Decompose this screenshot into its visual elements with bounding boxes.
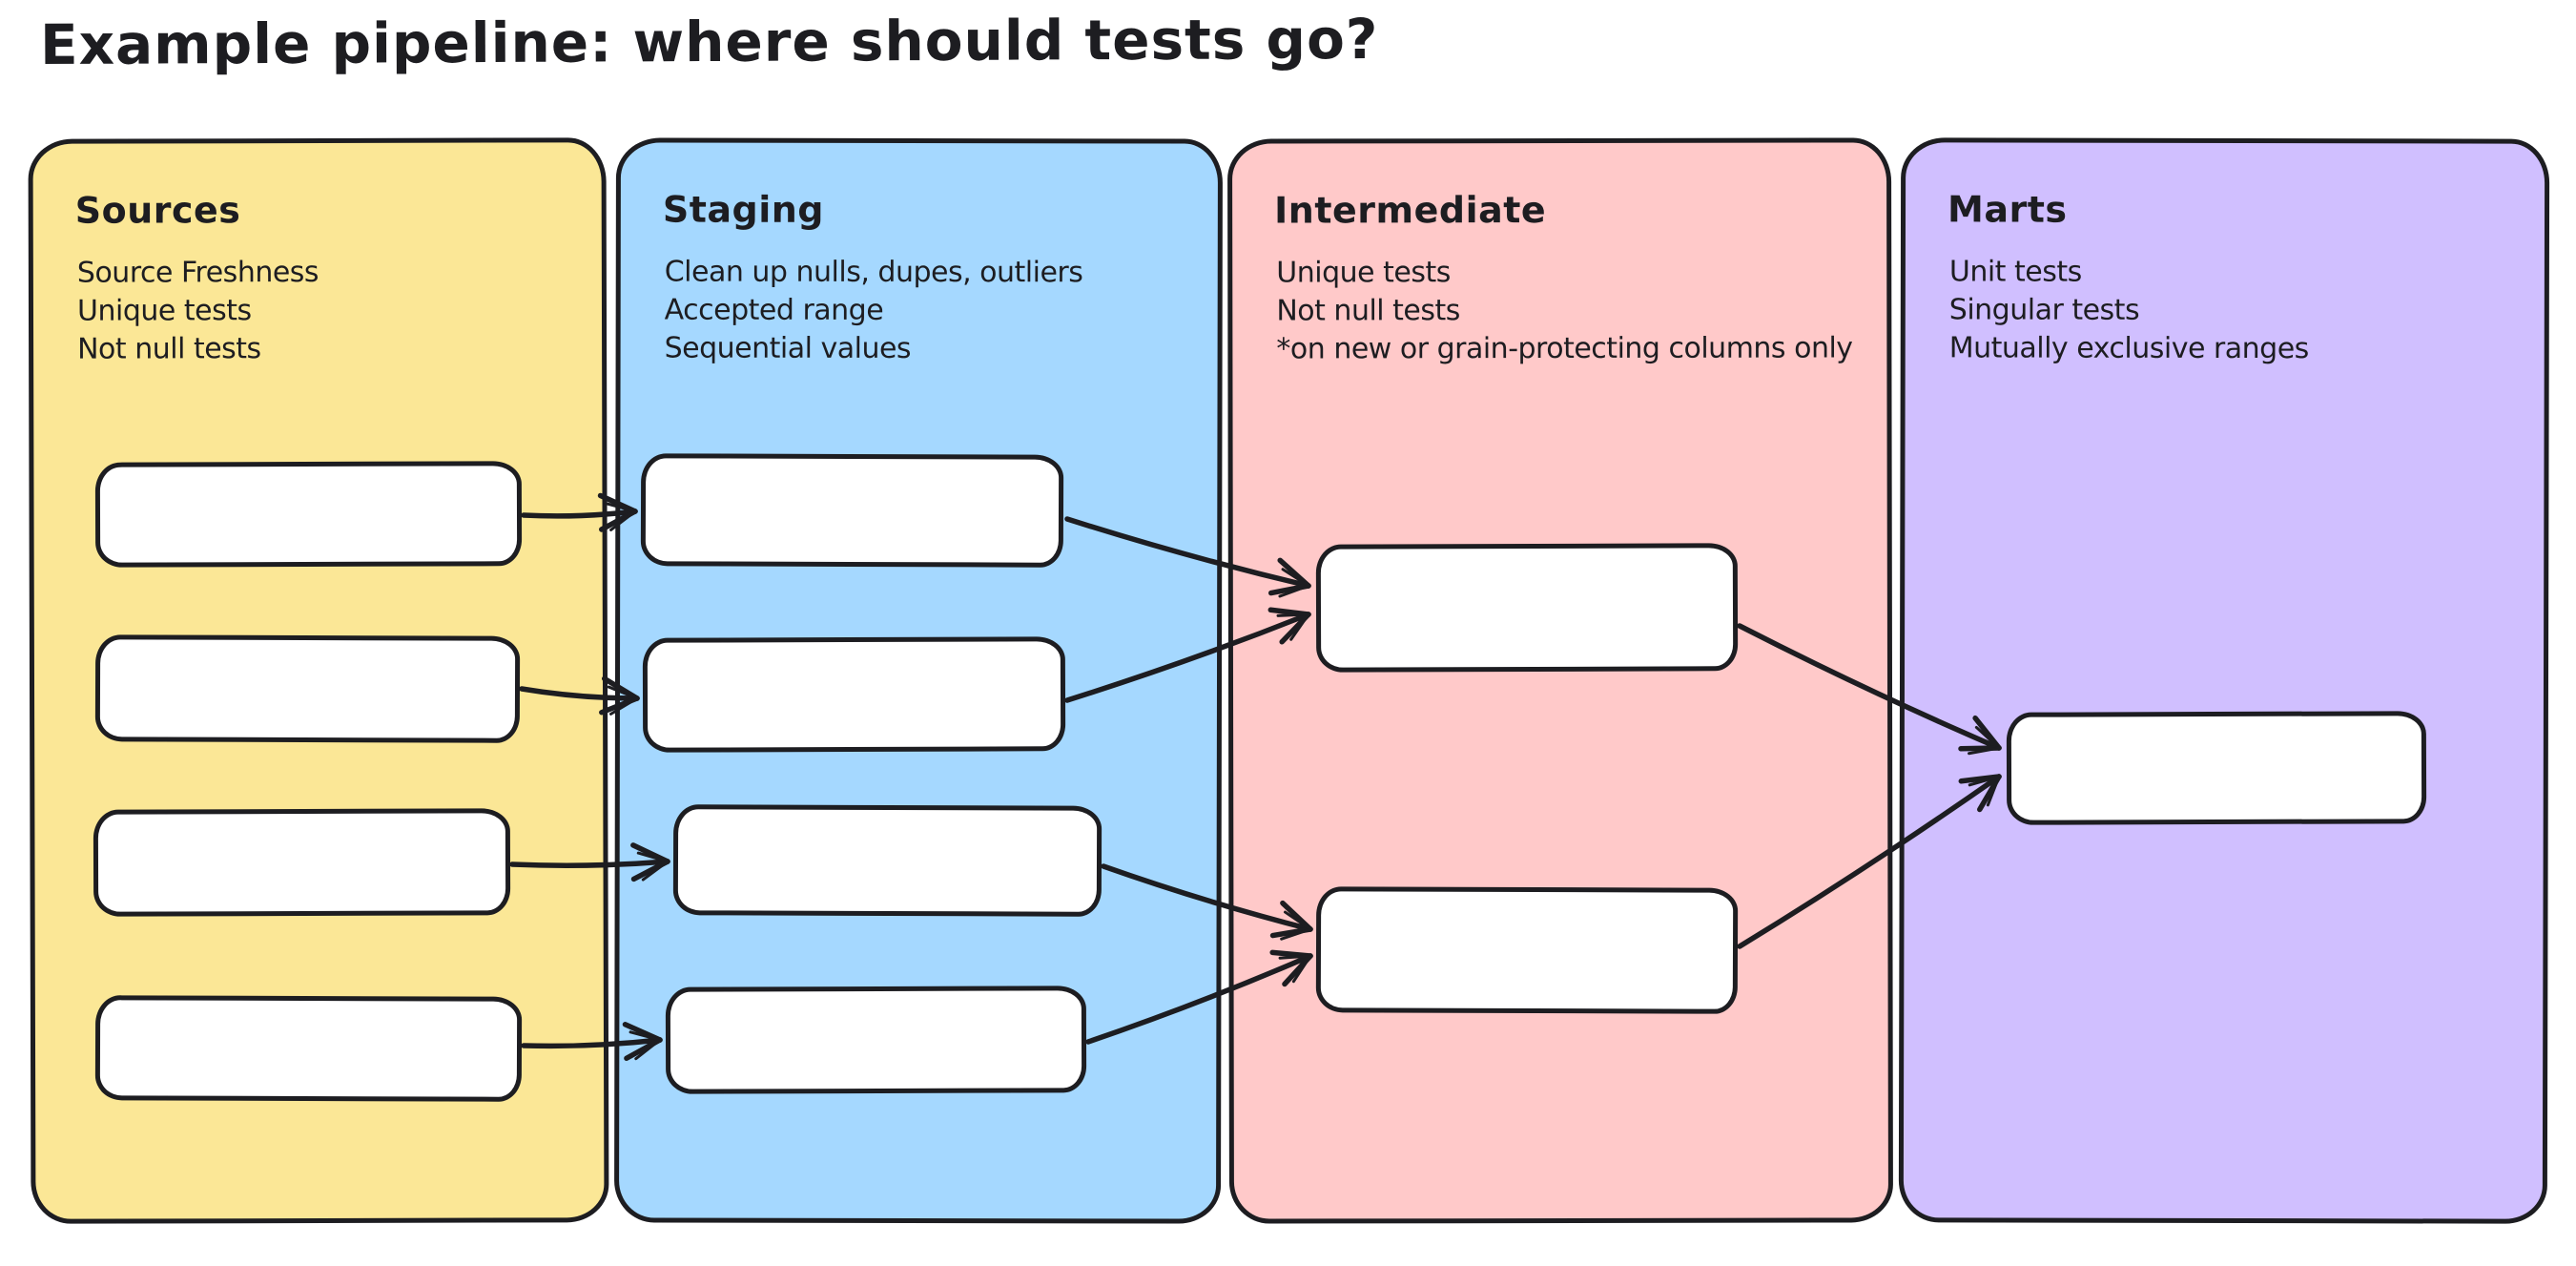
column-sources-title: Sources xyxy=(74,189,241,232)
node-marts-1 xyxy=(2006,711,2427,825)
column-marts-notes: Unit tests Singular tests Mutually exclu… xyxy=(1949,253,2531,368)
note-line: Not null tests xyxy=(1276,294,1460,328)
node-intermediate-2 xyxy=(1315,886,1739,1014)
note-line: Unique tests xyxy=(76,294,252,328)
note-line: Unique tests xyxy=(1276,256,1451,290)
node-sources-2 xyxy=(94,634,521,743)
note-line: Clean up nulls, dupes, outliers xyxy=(664,255,1083,290)
note-line: Sequential values xyxy=(664,331,912,365)
column-marts-title: Marts xyxy=(1947,188,2068,231)
node-staging-3 xyxy=(672,804,1103,917)
node-staging-1 xyxy=(640,453,1064,568)
column-intermediate-title: Intermediate xyxy=(1274,189,1547,232)
node-sources-3 xyxy=(93,808,511,917)
note-line: *on new or grain-protecting columns only xyxy=(1276,331,1853,366)
column-marts: Marts Unit tests Singular tests Mutually… xyxy=(1898,137,2550,1224)
note-line: Accepted range xyxy=(664,293,884,327)
node-sources-1 xyxy=(94,461,523,568)
note-line: Unit tests xyxy=(1948,255,2082,289)
note-line: Source Freshness xyxy=(76,255,319,290)
note-line: Singular tests xyxy=(1948,293,2140,327)
node-staging-2 xyxy=(642,636,1066,753)
node-staging-4 xyxy=(665,986,1087,1094)
column-intermediate-notes: Unique tests Not null tests *on new or g… xyxy=(1276,253,1873,368)
node-sources-4 xyxy=(94,995,523,1102)
note-line: Mutually exclusive ranges xyxy=(1948,331,2309,366)
column-staging-title: Staging xyxy=(662,188,825,231)
column-intermediate: Intermediate Unique tests Not null tests… xyxy=(1227,137,1893,1224)
note-line: Not null tests xyxy=(77,332,261,366)
diagram-title: Example pipeline: where should tests go? xyxy=(39,6,1379,78)
column-staging-notes: Clean up nulls, dupes, outliers Accepted… xyxy=(665,254,1205,369)
column-sources-notes: Source Freshness Unique tests Not null t… xyxy=(77,253,588,368)
node-intermediate-1 xyxy=(1315,543,1739,673)
